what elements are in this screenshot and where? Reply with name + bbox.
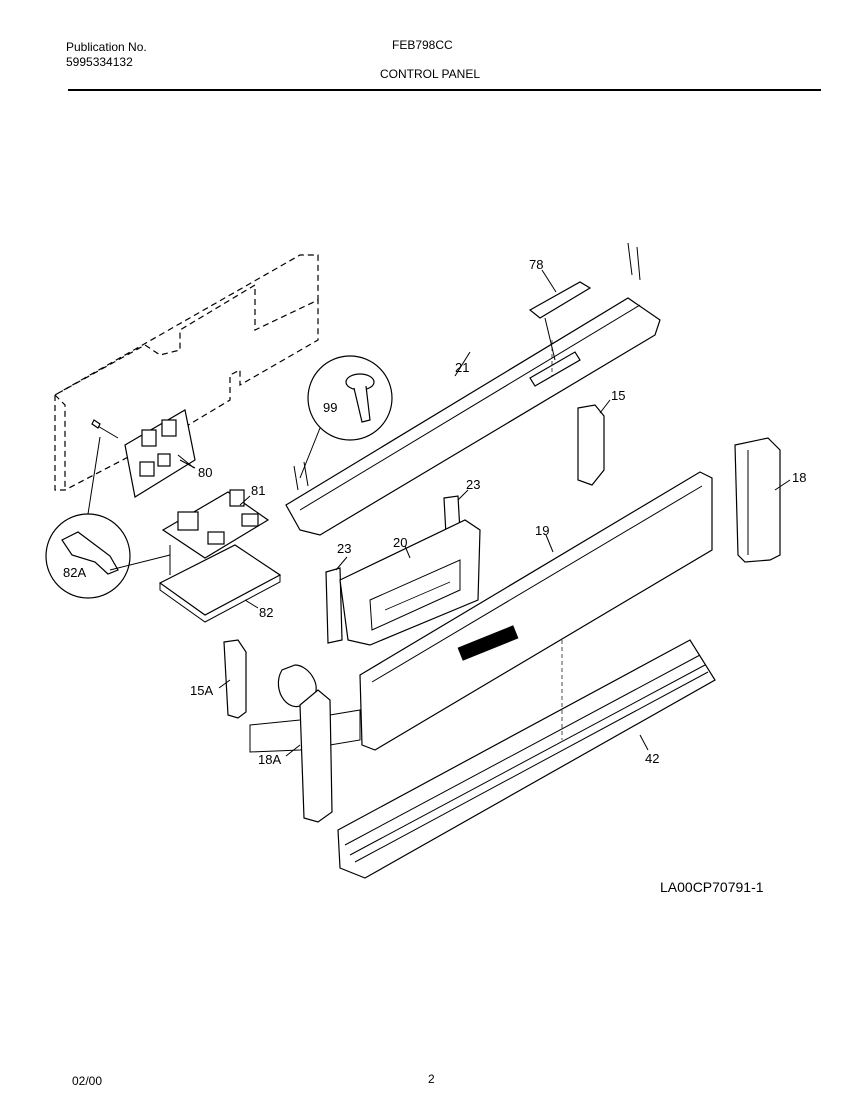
part-18A-end-cap	[299, 689, 333, 823]
detail-99-screw	[299, 355, 393, 479]
detail-82A-clip	[45, 436, 131, 599]
rear-panel-outline	[54, 254, 319, 491]
part-21-top-trim	[285, 297, 661, 536]
footer-date: 02/00	[72, 1074, 103, 1088]
publication-label: Publication No.	[66, 40, 147, 54]
part-42-vent-rail	[337, 639, 716, 879]
callout-18: 18	[792, 470, 806, 485]
callout-99: 99	[323, 400, 337, 415]
callout-81: 81	[251, 483, 265, 498]
callout-18A: 18A	[258, 752, 281, 767]
callout-80: 80	[198, 465, 212, 480]
page-number: 2	[428, 1072, 435, 1086]
part-81-control-board	[161, 489, 270, 559]
callout-15A: 15A	[190, 683, 213, 698]
callout-20: 20	[393, 535, 407, 550]
header-rule	[68, 89, 821, 91]
part-23-bracket-left	[325, 567, 343, 644]
callout-23-left: 23	[337, 541, 351, 556]
callout-19: 19	[535, 523, 549, 538]
part-78-bracket	[528, 281, 592, 361]
callout-23-right: 23	[466, 477, 480, 492]
callout-42: 42	[645, 751, 659, 766]
callout-82: 82	[259, 605, 273, 620]
leader-lines	[109, 269, 791, 757]
model-number: FEB798CC	[392, 38, 453, 52]
callout-82A: 82A	[63, 565, 86, 580]
part-80-screw	[91, 419, 119, 439]
part-20-display-module	[339, 519, 481, 646]
part-15A-bracket	[223, 639, 247, 719]
part-19-glass-overlay	[359, 471, 713, 751]
drawing-id: LA00CP70791-1	[660, 879, 764, 895]
part-82-mounting-plate	[158, 544, 282, 623]
part-18-end-cap	[734, 437, 781, 563]
callout-15: 15	[611, 388, 625, 403]
part-15-bracket	[577, 404, 605, 486]
part-80-relay-board	[124, 409, 196, 498]
publication-number: 5995334132	[66, 55, 133, 69]
part-99-screws-right	[627, 242, 641, 281]
section-title: CONTROL PANEL	[380, 67, 481, 81]
part-99-screws-left	[293, 461, 309, 491]
callout-21: 21	[455, 360, 469, 375]
callout-78: 78	[529, 257, 543, 272]
